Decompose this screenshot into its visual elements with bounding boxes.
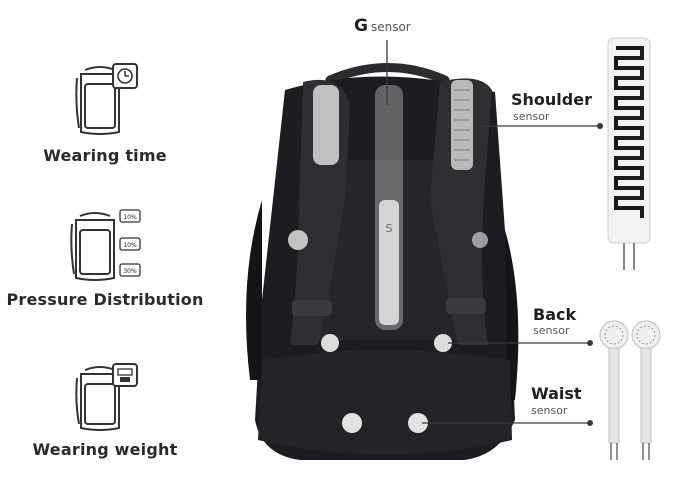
pressure-bubble-2: 10% <box>123 242 137 249</box>
pressure-bubbles-icon: 10% 10% 30% <box>70 209 141 281</box>
pressure-bubble-1: 10% <box>123 214 137 221</box>
pressure-bubble-3: 30% <box>123 268 137 275</box>
shoulder-sensor-strip <box>607 37 651 270</box>
round-sensor-left <box>599 320 629 460</box>
right-strap-sensor <box>451 80 473 170</box>
side-pocket-left <box>246 200 262 380</box>
scale-icon <box>75 363 138 431</box>
round-sensor-right <box>631 320 661 460</box>
waist-sensor-title: Waist <box>531 384 582 403</box>
feature-label-pressure-distribution: Pressure Distribution <box>6 290 204 309</box>
clock-icon <box>75 63 138 135</box>
left-buckle <box>292 300 332 316</box>
spine-mark: S <box>386 222 393 235</box>
g-sensor-sub: sensor <box>370 20 411 34</box>
waist-sensor-sub: sensor <box>531 404 568 417</box>
right-shoulder-strap <box>430 78 492 345</box>
shoulder-sensor-sub: sensor <box>513 110 550 123</box>
backpack-handle <box>325 63 450 85</box>
side-pocket-right <box>505 230 519 400</box>
g-sensor-title: G <box>354 16 368 36</box>
feature-label-wearing-time: Wearing time <box>43 146 167 165</box>
back-sensor-sub: sensor <box>533 324 570 337</box>
center-spine-core <box>379 200 399 325</box>
feature-wearing-weight: Wearing weight <box>0 362 210 459</box>
callout-endpoints <box>587 123 603 426</box>
sensor-dots <box>288 230 488 433</box>
callout-lines <box>386 40 600 424</box>
right-strap-sensor-ticks <box>454 89 470 161</box>
left-strap-glow <box>313 85 339 165</box>
waist-belt <box>258 350 512 455</box>
feature-pressure-distribution: 10% 10% 30% Pressure Distribution <box>0 208 210 309</box>
right-buckle <box>446 298 486 314</box>
back-sensor-title: Back <box>533 305 577 324</box>
feature-wearing-time: Wearing time <box>0 62 210 165</box>
feature-label-wearing-weight: Wearing weight <box>32 440 178 459</box>
shoulder-sensor-title: Shoulder <box>511 90 592 109</box>
